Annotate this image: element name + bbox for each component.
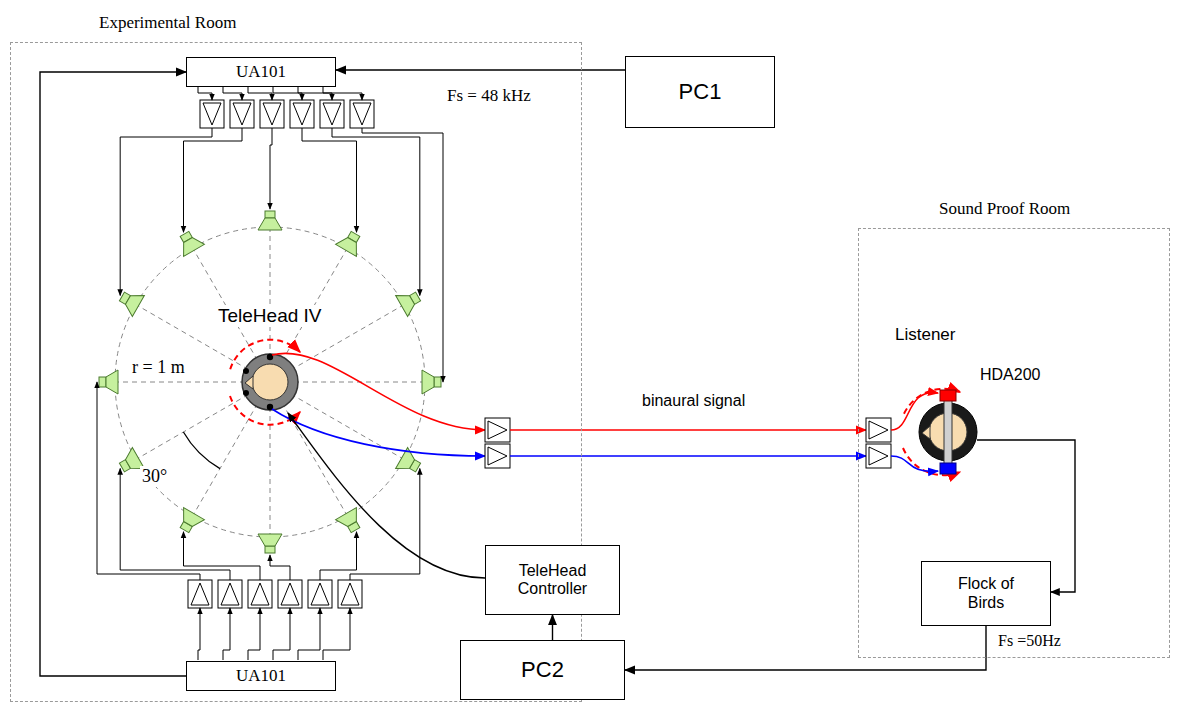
amplifier [338,580,362,608]
amplifier [866,418,891,442]
telehead-face [252,364,288,400]
headband [944,400,952,464]
signal-wire [323,86,362,100]
person-label: Listener [893,325,957,345]
region-heading: Experimental Room [99,13,236,33]
edge-label: Fs =50Hz [996,632,1063,650]
speaker-wire [270,128,272,209]
loudspeaker [174,228,204,256]
speaker-wire [120,469,230,581]
amplifier [485,418,510,442]
amplifier [278,580,302,608]
binaural-line [510,429,866,431]
signal-name: binaural signal [640,392,747,410]
spoke [193,248,348,516]
dimension: r = 1 m [130,357,187,378]
speaker-wire [350,469,420,581]
loudspeaker [258,211,282,230]
speaker-wire [332,128,420,296]
amplifier [248,580,272,608]
angle-arc [183,432,220,469]
microphone [243,390,249,396]
amplifier [866,444,891,468]
loudspeakers [99,211,441,553]
headphone-name: HDA200 [978,366,1042,384]
amplifier [308,580,332,608]
earcup-left [940,390,956,401]
loudspeaker [99,370,118,394]
amplifier [200,100,224,128]
signal-wire [273,608,290,660]
box-label: Flock of Birds [944,575,1028,612]
loudspeaker [336,508,366,536]
amplifier [320,100,344,128]
loudspeaker [258,534,282,553]
speaker-wire [362,128,443,382]
spokes [115,227,425,537]
signal-wire [248,86,272,100]
telehead-ring [242,354,298,410]
tracker-box: Flock of Birds [921,561,1051,626]
headphone-right [891,456,938,471]
signal-wire [248,608,260,660]
connector [40,72,186,676]
loudspeaker [422,370,441,394]
audio-interface: UA101 [186,57,336,87]
box-label: PC2 [521,657,564,682]
speaker-wire [270,555,290,580]
computer-box: PC2 [460,640,625,700]
box-label: UA101 [236,666,286,686]
loudspeaker [336,228,366,256]
sample-rate: Fs = 48 kHz [445,86,533,106]
box-label: PC1 [679,79,722,104]
amplifier [230,100,254,128]
signal-wire [323,608,350,660]
signal-wire [198,86,212,100]
signal-wire [298,608,320,660]
speaker-wire [97,382,200,580]
signal-wire [223,608,230,660]
controller-box: TeleHead Controller [485,545,620,615]
box-label: UA101 [236,62,286,82]
binaural-line [510,455,866,457]
left-ear-signal [272,353,485,430]
connector [625,626,986,670]
right-ear-signal [272,409,485,456]
room-region: Sound Proof RoomFlock of Birds [858,228,1170,658]
speaker-wire [184,532,261,580]
earcup-right [940,463,956,474]
amplifier [485,444,510,468]
spoke [136,305,404,460]
computer-box: PC1 [625,56,775,128]
amplifier [290,100,314,128]
amplifier [350,100,374,128]
amplifier [260,100,284,128]
signal-wire [198,608,200,660]
amplifier [188,580,212,608]
microphone [243,368,249,374]
loudspeaker [174,508,204,536]
speaker-wires [97,86,443,660]
telehead-nose [245,376,253,389]
signal-wire [223,86,242,100]
speaker-circle [115,227,425,537]
speaker-wire [320,532,357,580]
amplifier [218,580,242,608]
device-name: TeleHead IV [216,305,324,327]
angle: 30° [140,466,169,487]
box-label: TeleHead Controller [507,562,599,599]
listener-nose [922,426,930,439]
speaker-wire [302,128,357,232]
speaker-wire [120,128,212,296]
connector [552,615,553,640]
region-heading: Sound Proof Room [939,199,1070,219]
spoke [136,305,404,460]
audio-interface: UA101 [186,661,336,691]
control-line [288,413,485,578]
speaker-wire [184,128,243,232]
